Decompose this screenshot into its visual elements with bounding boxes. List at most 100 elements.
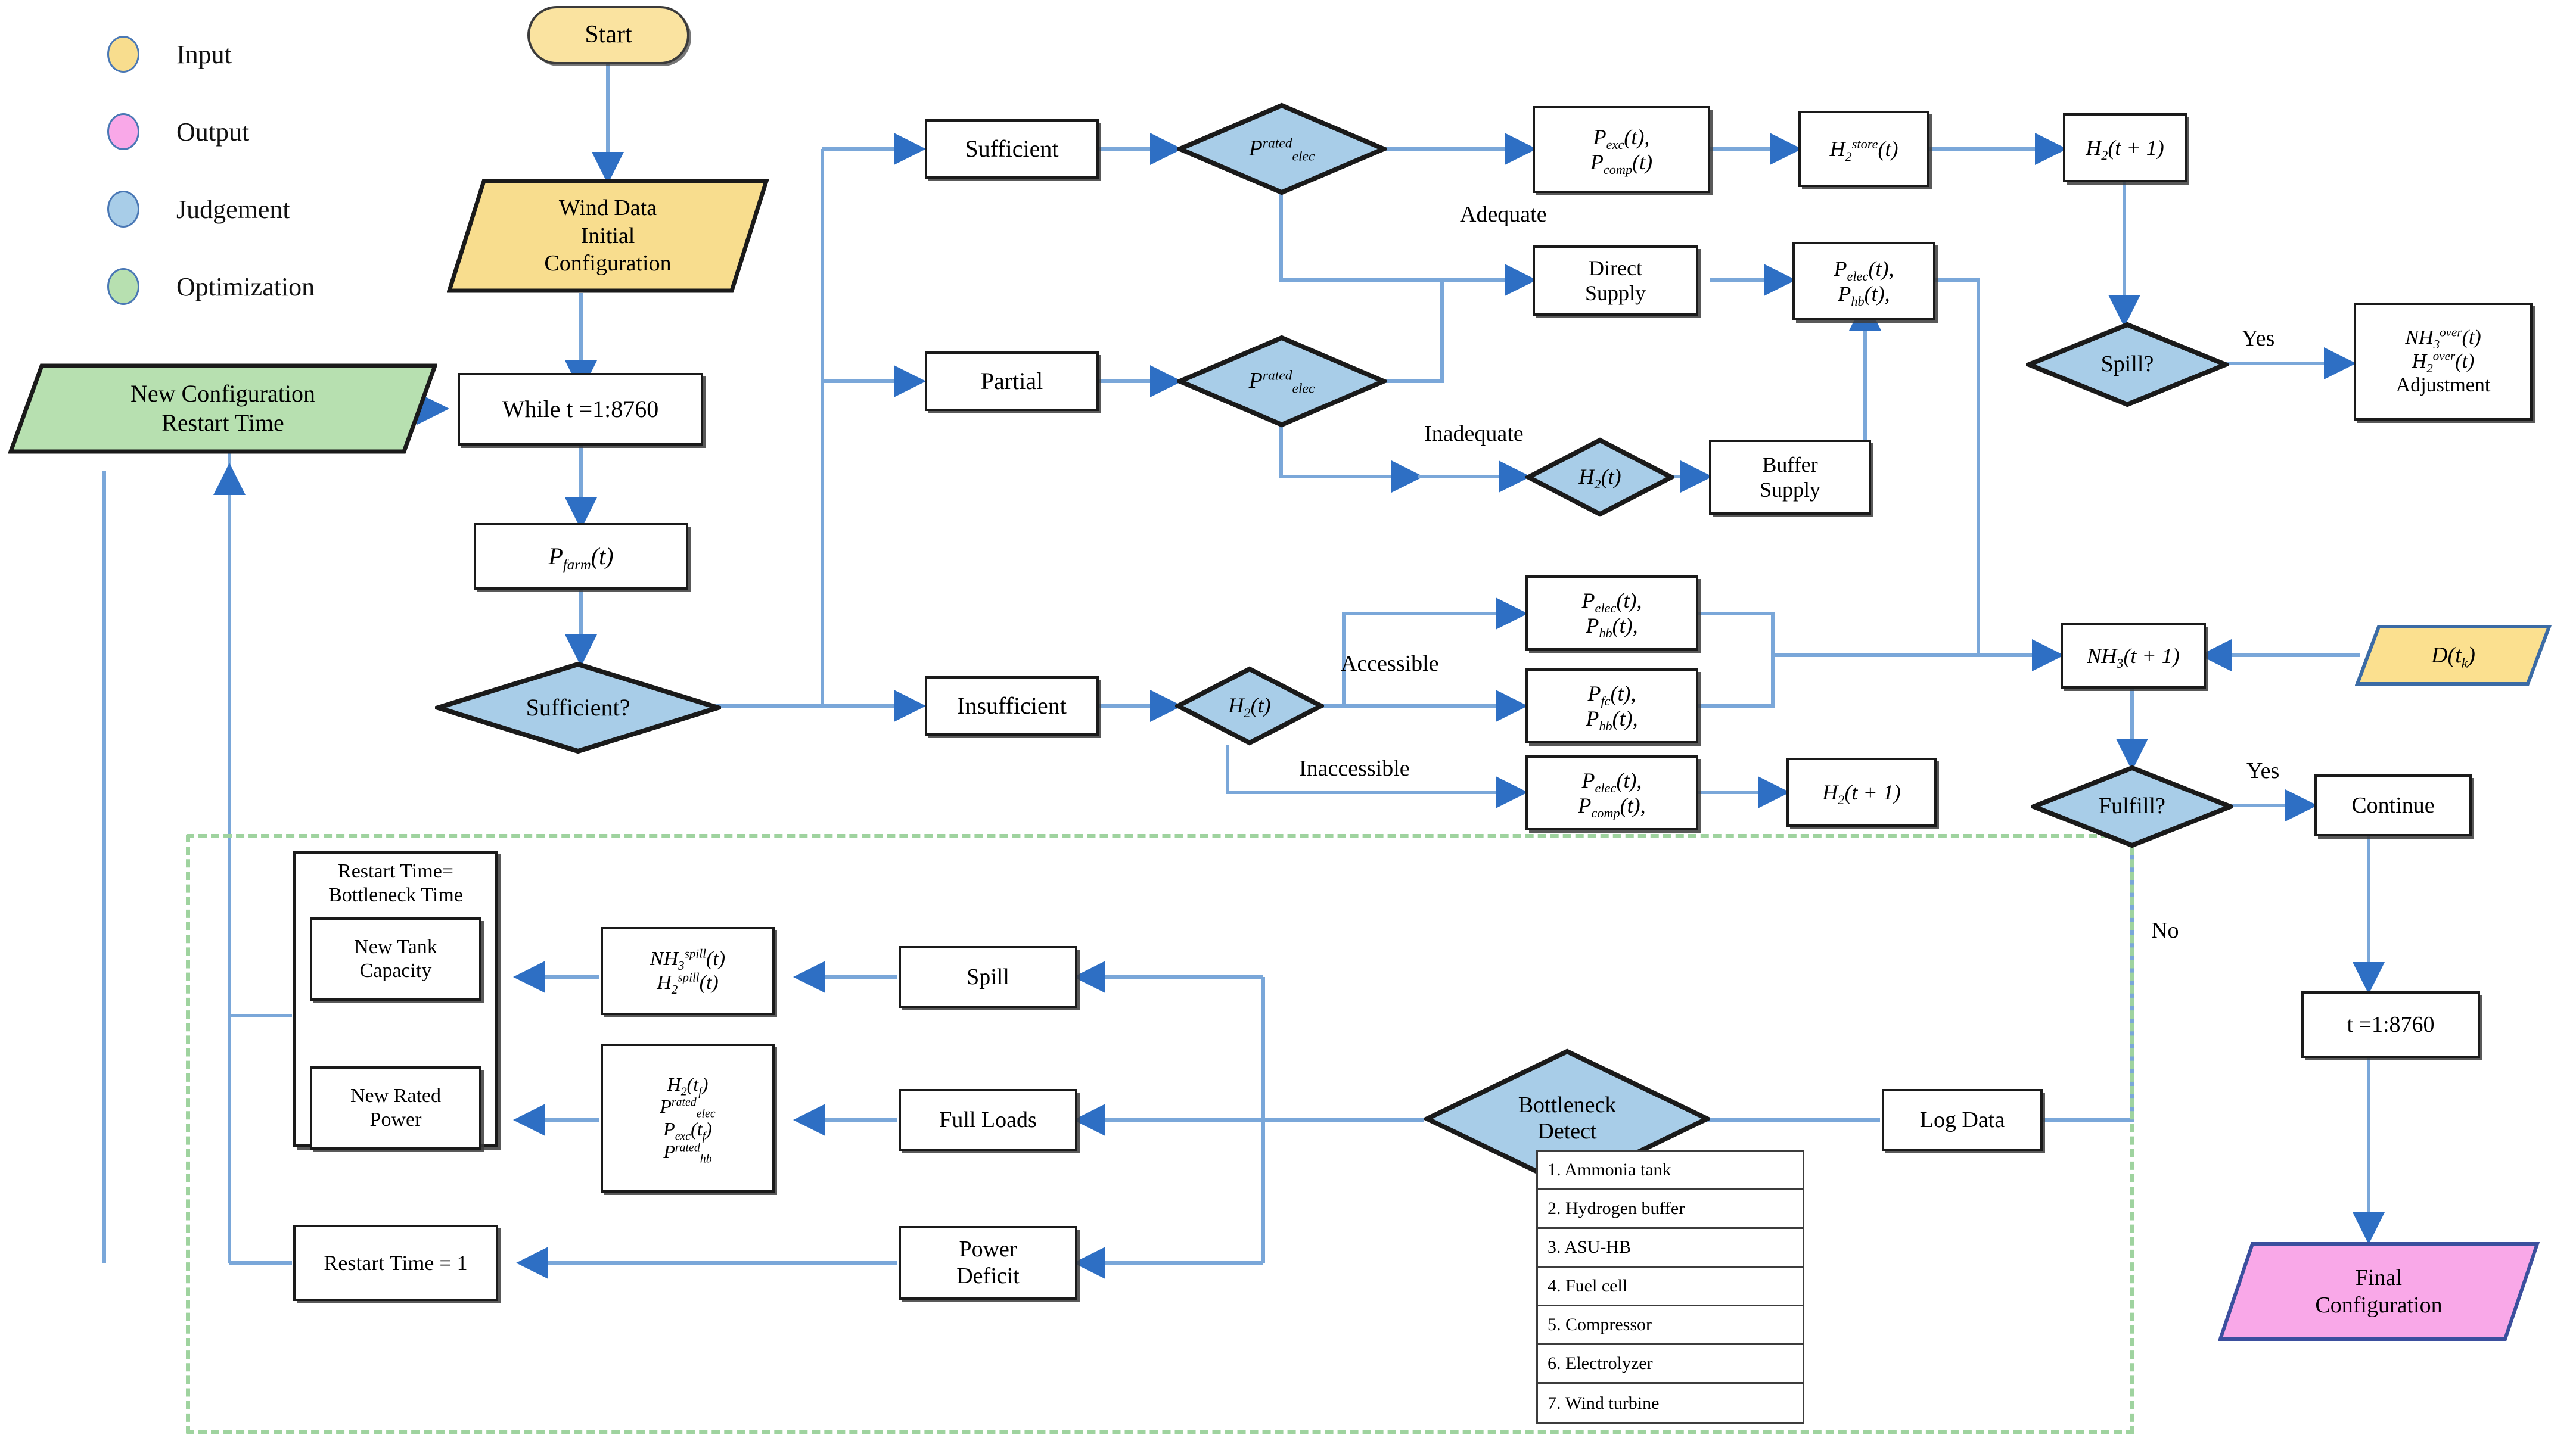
- node-spill-question[interactable]: Spill?: [2026, 322, 2229, 407]
- node-p-exc-comp-label: Pexc(t),Pcomp(t): [1590, 125, 1653, 178]
- list-item: 7. Wind turbine: [1548, 1393, 1660, 1413]
- legend-swatch-optimization: [107, 268, 139, 305]
- legend-label-optimization: Optimization: [176, 272, 315, 301]
- list-item: 2. Hydrogen buffer: [1538, 1190, 1803, 1229]
- node-nh3-spill-values[interactable]: NH3spill(t) H2spill(t): [601, 927, 775, 1015]
- node-t-range[interactable]: t =1:8760: [2301, 991, 2480, 1058]
- node-sufficient-question-label: Sufficient?: [526, 694, 630, 721]
- edge-label-inadequate: Inadequate: [1424, 421, 1524, 446]
- node-while-loop-label: While t =1:8760: [502, 396, 659, 423]
- node-continue-label: Continue: [2351, 792, 2435, 818]
- node-p-rated-elec-2[interactable]: Pratedelec: [1177, 335, 1387, 428]
- node-insufficient[interactable]: Insufficient: [925, 676, 1099, 736]
- node-continue[interactable]: Continue: [2314, 774, 2472, 836]
- edge-label-adequate: Adequate: [1460, 202, 1547, 227]
- legend-label-input: Input: [176, 39, 232, 69]
- node-h2-t-plus-1-bottom[interactable]: H2(t + 1): [1786, 758, 1937, 827]
- list-item: 6. Electrolyzer: [1538, 1345, 1803, 1384]
- node-p-elec-hb-1[interactable]: Pelec(t),Phb(t),: [1792, 242, 1935, 320]
- node-p-farm-label: Pfarm(t): [548, 543, 614, 574]
- node-spill-question-label: Spill?: [2100, 351, 2154, 377]
- node-fulfill-question[interactable]: Fulfill?: [2031, 765, 2233, 848]
- node-start[interactable]: Start: [527, 6, 689, 64]
- node-p-fc-hb[interactable]: Pfc(t),Phb(t),: [1525, 668, 1698, 743]
- node-p-exc-comp[interactable]: Pexc(t),Pcomp(t): [1533, 106, 1710, 193]
- node-p-elec-comp[interactable]: Pelec(t),Pcomp(t),: [1525, 755, 1698, 830]
- node-while-loop[interactable]: While t =1:8760: [458, 373, 703, 446]
- legend-label-output: Output: [176, 117, 250, 147]
- legend-item-optimization: Optimization: [107, 268, 315, 305]
- node-nh3-over-adjustment[interactable]: NH3over(t) H2over(t) Adjustment: [2354, 303, 2533, 421]
- node-partial[interactable]: Partial: [925, 351, 1099, 411]
- node-sufficient-question[interactable]: Sufficient?: [435, 661, 721, 754]
- node-restart-time-1[interactable]: Restart Time = 1: [293, 1225, 498, 1301]
- node-restart-time-1-label: Restart Time = 1: [324, 1250, 468, 1275]
- edge-label-no-fulfill: No: [2151, 918, 2179, 943]
- legend-swatch-judgement: [107, 191, 139, 228]
- node-p-rated-elec-2-label: Pratedelec: [1248, 368, 1315, 397]
- node-nh3-spill-values-label: NH3spill(t) H2spill(t): [650, 946, 726, 997]
- optimization-region: [186, 834, 2134, 1434]
- node-p-elec-hb-1-label: Pelec(t),Phb(t),: [1834, 256, 1894, 309]
- node-nh3-t-plus-1[interactable]: NH3(t + 1): [2061, 623, 2206, 689]
- node-sufficient-label: Sufficient: [965, 135, 1059, 163]
- node-log-data-label: Log Data: [1919, 1107, 2005, 1132]
- node-p-elec-comp-label: Pelec(t),Pcomp(t),: [1578, 768, 1646, 821]
- list-item: 1. Ammonia tank: [1538, 1152, 1803, 1190]
- node-h2-t-plus-1-top[interactable]: H2(t + 1): [2063, 113, 2187, 182]
- node-full-loads-values[interactable]: H2(tf) Pratedelec Pexc(tf) Pratedhb: [601, 1044, 775, 1193]
- node-p-farm[interactable]: Pfarm(t): [474, 523, 688, 590]
- legend-item-judgement: Judgement: [107, 191, 290, 228]
- node-full-loads-values-label: H2(tf) Pratedelec Pexc(tf) Pratedhb: [660, 1073, 716, 1166]
- node-sufficient[interactable]: Sufficient: [925, 119, 1099, 179]
- node-t-range-label: t =1:8760: [2347, 1012, 2435, 1037]
- legend-item-output: Output: [107, 113, 249, 150]
- node-full-loads[interactable]: Full Loads: [899, 1089, 1077, 1151]
- edge-label-accessible: Accessible: [1341, 651, 1439, 676]
- legend-label-judgement: Judgement: [176, 194, 290, 224]
- list-item: 4. Fuel cell: [1538, 1268, 1803, 1306]
- legend: Input Output Judgement Optimization: [107, 24, 465, 310]
- edge-label-yes-spill: Yes: [2242, 326, 2275, 351]
- edge-label-inaccessible: Inaccessible: [1299, 756, 1410, 781]
- node-h2-t-middle[interactable]: H2(t): [1525, 437, 1674, 517]
- node-full-loads-label: Full Loads: [939, 1107, 1037, 1132]
- node-p-fc-hb-label: Pfc(t),Phb(t),: [1586, 681, 1638, 734]
- node-insufficient-label: Insufficient: [957, 692, 1067, 720]
- node-p-elec-hb-2[interactable]: Pelec(t),Phb(t),: [1525, 575, 1698, 651]
- list-item: 3. ASU-HB: [1538, 1229, 1803, 1268]
- list-item: 5. Compressor: [1538, 1306, 1803, 1345]
- node-spill[interactable]: Spill: [899, 946, 1077, 1008]
- node-h2-t-lower-label: H2(t): [1228, 693, 1271, 721]
- node-fulfill-question-label: Fulfill?: [2099, 793, 2165, 819]
- node-start-label: Start: [585, 21, 632, 49]
- legend-swatch-output: [107, 113, 139, 150]
- node-demand-input[interactable]: D(tk): [2355, 624, 2552, 686]
- node-log-data[interactable]: Log Data: [1882, 1089, 2043, 1151]
- group-restart-time-bottleneck-title: Restart Time=Bottleneck Time: [328, 860, 463, 907]
- node-p-elec-hb-2-label: Pelec(t),Phb(t),: [1581, 588, 1642, 641]
- node-nh3-t-plus-1-label: NH3(t + 1): [2087, 643, 2180, 671]
- node-h2-store[interactable]: H2store(t): [1798, 111, 1929, 187]
- node-p-rated-elec-1[interactable]: Pratedelec: [1177, 102, 1387, 195]
- node-spill-label: Spill: [967, 964, 1009, 989]
- node-h2-t-lower[interactable]: H2(t): [1175, 666, 1324, 746]
